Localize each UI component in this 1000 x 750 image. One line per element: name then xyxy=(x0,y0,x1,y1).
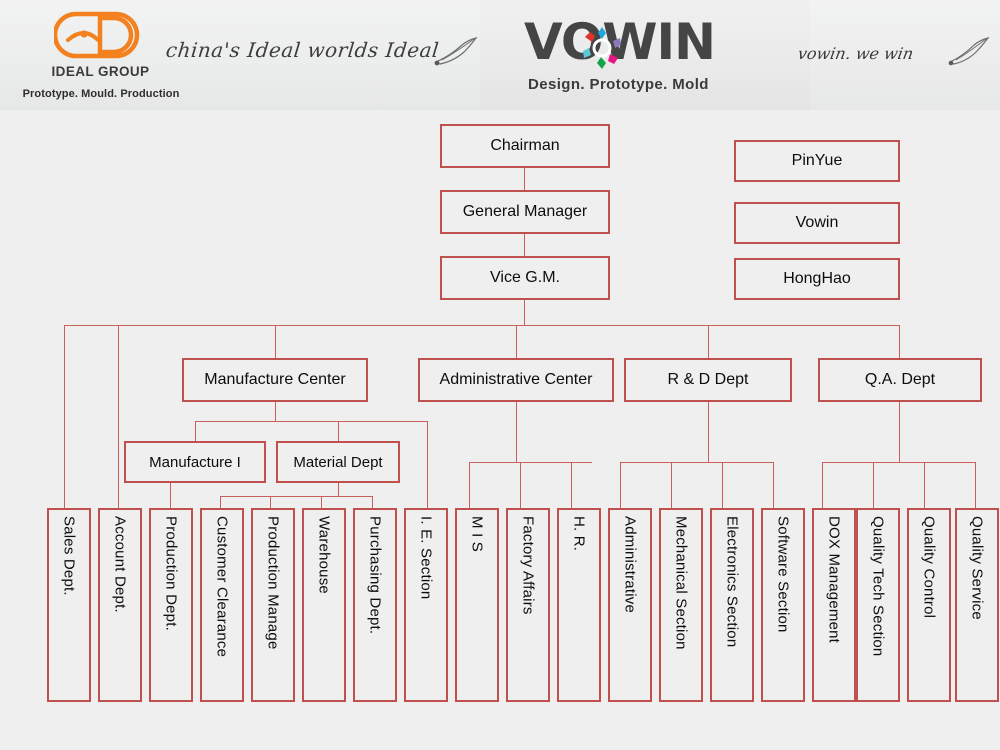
connector-bus-to-qa xyxy=(899,325,900,358)
node-chairman[interactable]: Chairman xyxy=(440,124,610,168)
connector-sub-to-manufacture-i xyxy=(195,421,196,441)
connector-bus-to-rd xyxy=(708,325,709,358)
header-panel-right xyxy=(810,0,1000,110)
node-manufacture-center[interactable]: Manufacture Center xyxy=(182,358,368,402)
node-dox-management[interactable]: DOX Management xyxy=(812,508,856,702)
node-mechanical-section[interactable]: Mechanical Section xyxy=(659,508,703,702)
connector-gm-vicegm xyxy=(524,234,525,264)
ideal-slogan: china's Ideal worlds Ideal xyxy=(164,38,441,62)
connector-mc-down xyxy=(275,395,276,421)
node-administrative[interactable]: Administrative xyxy=(608,508,652,702)
node-quality-tech-section[interactable]: Quality Tech Section xyxy=(856,508,900,702)
node-ie-section[interactable]: I. E. Section xyxy=(404,508,448,702)
connector-sub-to-material-dept xyxy=(338,421,339,441)
vowin-logo: VOWIN Design. Prototype. Mold xyxy=(524,14,754,98)
connector-material-sub-bus xyxy=(220,496,372,497)
brand-header: IDEAL GROUP Prototype. Mould. Production… xyxy=(0,0,1000,110)
connector-qa-down xyxy=(899,395,900,462)
node-purchasing-dept[interactable]: Purchasing Dept. xyxy=(353,508,397,702)
connector-rd-down xyxy=(708,395,709,462)
node-vice-gm[interactable]: Vice G.M. xyxy=(440,256,610,300)
node-production-manage[interactable]: Production Manage xyxy=(251,508,295,702)
node-general-manager[interactable]: General Manager xyxy=(440,190,610,234)
node-hr[interactable]: H. R. xyxy=(557,508,601,702)
node-pinyue[interactable]: PinYue xyxy=(734,140,900,182)
connector-rd-sub-bus xyxy=(620,462,773,463)
node-administrative-center[interactable]: Administrative Center xyxy=(418,358,614,402)
vowin-tagline: Design. Prototype. Mold xyxy=(528,76,709,93)
node-factory-affairs[interactable]: Factory Affairs xyxy=(506,508,550,702)
connector-ac-down xyxy=(516,395,517,462)
connector-qa-sub-bus xyxy=(822,462,975,463)
node-production-dept[interactable]: Production Dept. xyxy=(149,508,193,702)
header-panel-middle xyxy=(480,0,810,110)
node-material-dept[interactable]: Material Dept xyxy=(276,441,400,483)
organization-chart: Chairman General Manager Vice G.M. PinYu… xyxy=(0,110,1000,750)
node-qa-dept[interactable]: Q.A. Dept xyxy=(818,358,982,402)
node-rd-dept[interactable]: R & D Dept xyxy=(624,358,792,402)
connector-material-down xyxy=(338,480,339,496)
node-customer-clearance[interactable]: Customer Clearance xyxy=(200,508,244,702)
connector-bus-to-manufacture-center xyxy=(275,325,276,358)
ideal-group-logo: IDEAL GROUP Prototype. Mould. Production xyxy=(23,8,179,104)
ideal-d-logo-icon xyxy=(54,11,140,59)
node-mis[interactable]: M I S xyxy=(455,508,499,702)
ideal-group-tagline: Prototype. Mould. Production xyxy=(22,88,180,100)
node-quality-control[interactable]: Quality Control xyxy=(907,508,951,702)
node-electronics-section[interactable]: Electronics Section xyxy=(710,508,754,702)
connector-mc-sub-bus xyxy=(195,421,427,422)
node-honghao[interactable]: HongHao xyxy=(734,258,900,300)
node-warehouse[interactable]: Warehouse xyxy=(302,508,346,702)
vowin-slogan: vowin. we win xyxy=(796,44,916,63)
connector-bus-to-sales xyxy=(64,325,65,618)
connector-chairman-gm xyxy=(524,168,525,198)
node-software-section[interactable]: Software Section xyxy=(761,508,805,702)
node-quality-service[interactable]: Quality Service xyxy=(955,508,999,702)
connector-vicegm-bus xyxy=(524,300,525,325)
quill-pen-icon xyxy=(948,37,990,66)
connector-bus-to-administrative-center xyxy=(516,325,517,358)
connector-bus-to-account xyxy=(118,325,119,618)
node-account-dept[interactable]: Account Dept. xyxy=(98,508,142,702)
vowin-flower-icon xyxy=(583,27,621,69)
ideal-group-name: IDEAL GROUP xyxy=(51,64,150,79)
connector-ac-sub-bus xyxy=(469,462,592,463)
node-sales-dept[interactable]: Sales Dept. xyxy=(47,508,91,702)
quill-pen-icon xyxy=(434,37,478,66)
connector-bus-level2 xyxy=(64,325,900,326)
node-vowin[interactable]: Vowin xyxy=(734,202,900,244)
node-manufacture-i[interactable]: Manufacture I xyxy=(124,441,266,483)
